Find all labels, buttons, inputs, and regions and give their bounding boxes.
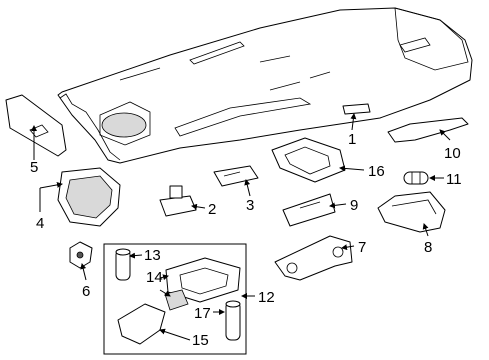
sun-visor-part bbox=[5, 94, 67, 157]
callout-13: 13 bbox=[144, 247, 161, 264]
callout-7: 7 bbox=[358, 239, 366, 256]
overhead-console-part bbox=[377, 191, 446, 233]
retainer-part bbox=[159, 185, 197, 217]
callout-leaders bbox=[31, 113, 451, 341]
callout-5: 5 bbox=[30, 159, 38, 176]
callout-17: 17 bbox=[194, 305, 211, 322]
bulb-part bbox=[403, 171, 429, 185]
console-frame-part bbox=[271, 137, 346, 183]
callout-14: 14 bbox=[146, 269, 163, 286]
bracket-part bbox=[213, 165, 259, 187]
callout-9: 9 bbox=[350, 197, 358, 214]
bulb-cylinder-part bbox=[115, 248, 131, 281]
callout-16: 16 bbox=[368, 163, 385, 180]
callout-11: 11 bbox=[446, 171, 462, 188]
sun-visor-assembly bbox=[57, 167, 121, 227]
callout-12: 12 bbox=[258, 289, 275, 306]
clip-part bbox=[69, 241, 93, 269]
callout-1: 1 bbox=[348, 131, 356, 148]
assist-grip-part bbox=[274, 235, 353, 281]
wiring-harness-part bbox=[117, 303, 166, 345]
sub-assembly-box bbox=[103, 243, 247, 355]
lamp-lens-part bbox=[342, 103, 371, 115]
callout-2: 2 bbox=[208, 201, 216, 218]
callout-6: 6 bbox=[82, 283, 90, 300]
map-lamp-bracket-part bbox=[282, 193, 336, 227]
callout-15: 15 bbox=[192, 332, 209, 349]
headliner-panel bbox=[57, 7, 473, 164]
callout-3: 3 bbox=[246, 197, 254, 214]
callout-10: 10 bbox=[444, 145, 461, 162]
callout-4: 4 bbox=[36, 215, 44, 232]
callout-8: 8 bbox=[424, 239, 432, 256]
assist-grip-bracket-part bbox=[387, 117, 469, 143]
bulb-cylinder-2-part bbox=[225, 300, 241, 341]
